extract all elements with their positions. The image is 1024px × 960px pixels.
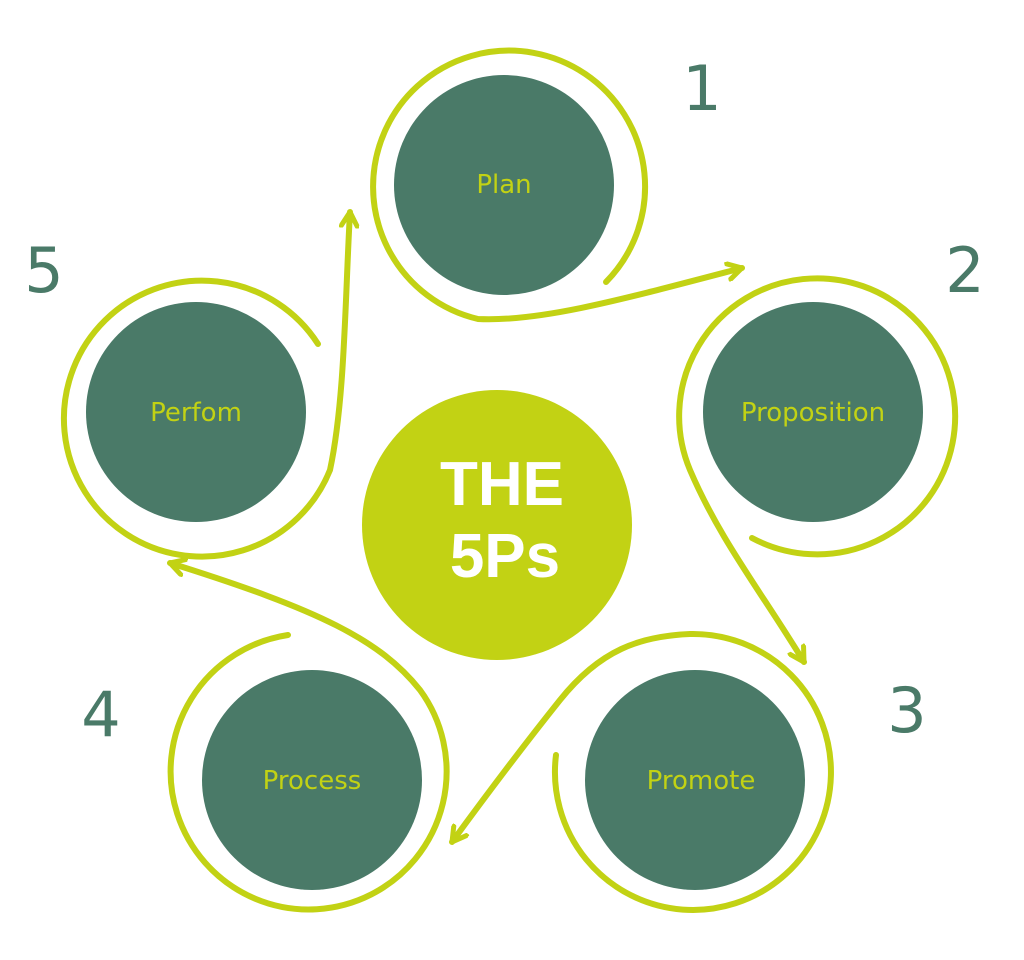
node-proposition: Proposition <box>703 302 923 522</box>
flow-arrows <box>60 47 959 913</box>
step-number-5: 5 <box>24 234 63 307</box>
step-number-3: 3 <box>887 674 926 747</box>
arrow-promote-to-process <box>449 630 834 913</box>
arrow-perform-to-plan <box>60 209 350 560</box>
node-label: Perfom <box>150 398 242 428</box>
arrow-proposition-to-promote <box>676 275 959 665</box>
node-label: Proposition <box>741 398 885 428</box>
arrow-process-to-perform <box>167 563 450 913</box>
node-process: Process <box>202 670 422 890</box>
node-label: Promote <box>647 766 756 796</box>
node-label: Process <box>263 766 362 796</box>
node-perform: Perfom <box>86 302 306 522</box>
node-circle <box>585 670 805 890</box>
node-promote: Promote <box>585 670 805 890</box>
center-circle <box>362 390 632 660</box>
center-title-line1: THE <box>440 450 564 519</box>
node-circle <box>86 302 306 522</box>
step-number-4: 4 <box>81 678 120 751</box>
arrow-plan-to-proposition <box>370 47 745 323</box>
node-circle <box>202 670 422 890</box>
step-number-1: 1 <box>682 52 721 125</box>
node-plan: Plan <box>394 75 614 295</box>
node-circle <box>394 75 614 295</box>
center-hub: THE 5Ps <box>362 390 632 660</box>
step-number-2: 2 <box>945 234 984 307</box>
node-circle <box>703 302 923 522</box>
center-title-line2: 5Ps <box>450 522 560 591</box>
node-label: Plan <box>476 170 531 200</box>
